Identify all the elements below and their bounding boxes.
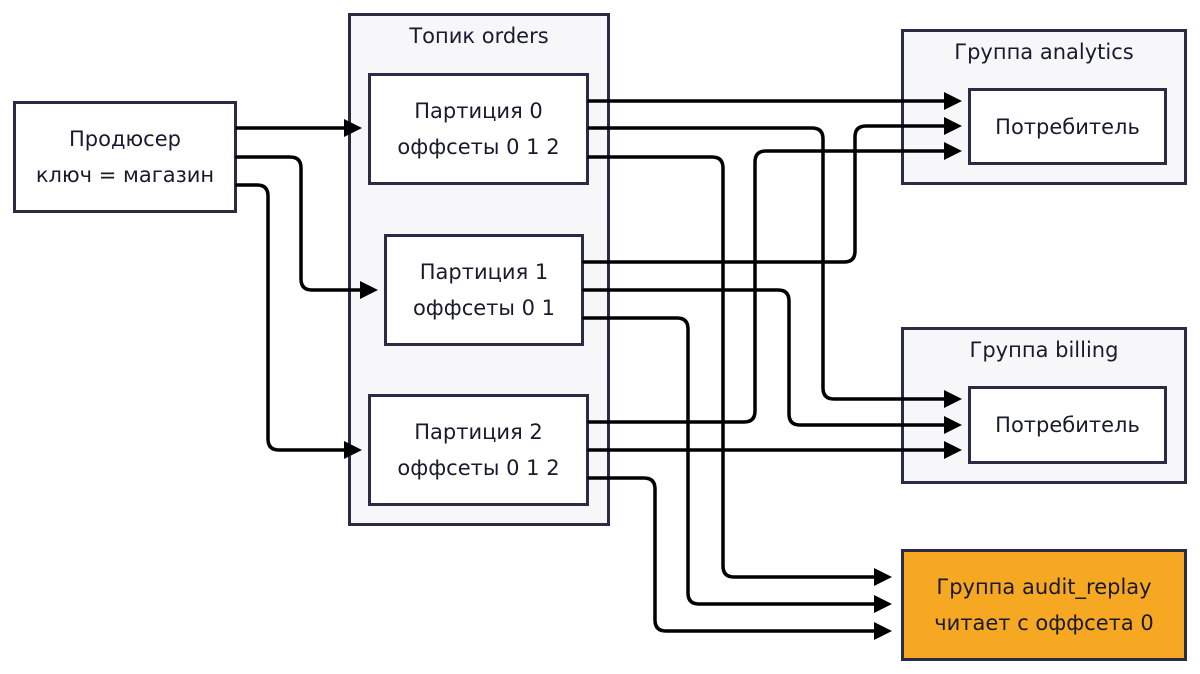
edge-producer-partition-2 <box>235 183 346 452</box>
edge-p0-audit <box>587 155 876 579</box>
edge-producer-partition-1 <box>235 155 362 292</box>
partition-2-node: Партиция 2 оффсеты 0 1 2 <box>368 394 589 506</box>
analytics-consumer-node: Потребитель <box>968 88 1167 165</box>
partition-0-offsets: оффсеты 0 1 2 <box>397 135 560 159</box>
partition-1-offsets: оффсеты 0 1 <box>412 296 556 320</box>
partition-0-node: Партиция 0 оффсеты 0 1 2 <box>368 73 589 185</box>
edge-p0-billing <box>587 126 946 401</box>
producer-label: Продюсер <box>69 127 181 151</box>
arrowhead <box>874 595 892 613</box>
group-analytics-title: Группа analytics <box>954 40 1134 64</box>
edge-p1-billing <box>582 288 946 427</box>
edge-p1-analytics <box>582 124 946 264</box>
edge-p2-analytics <box>587 149 946 424</box>
group-billing-title: Группа billing <box>969 338 1119 362</box>
billing-consumer-node: Потребитель <box>968 386 1167 464</box>
partition-1-node: Партиция 1 оффсеты 0 1 <box>384 234 584 346</box>
partition-0-label: Партиция 0 <box>414 99 543 123</box>
arrowhead <box>874 568 892 586</box>
partition-1-label: Партиция 1 <box>419 260 549 284</box>
topic-title: Топик orders <box>409 24 549 48</box>
billing-consumer-label: Потребитель <box>995 413 1140 437</box>
producer-node: Продюсер ключ = магазин <box>13 101 237 213</box>
partition-2-label: Партиция 2 <box>414 420 543 444</box>
partition-2-offsets: оффсеты 0 1 2 <box>397 456 560 480</box>
arrowhead <box>874 622 892 640</box>
edge-p1-audit <box>582 316 876 606</box>
analytics-consumer-label: Потребитель <box>995 114 1140 139</box>
audit-replay-offset-label: читает с оффсета 0 <box>934 611 1154 635</box>
edge-p2-audit <box>587 476 876 633</box>
audit-replay-node: Группа audit_replay читает с оффсета 0 <box>901 549 1187 661</box>
producer-key-label: ключ = магазин <box>35 163 215 187</box>
audit-replay-label: Группа audit_replay <box>936 575 1152 599</box>
